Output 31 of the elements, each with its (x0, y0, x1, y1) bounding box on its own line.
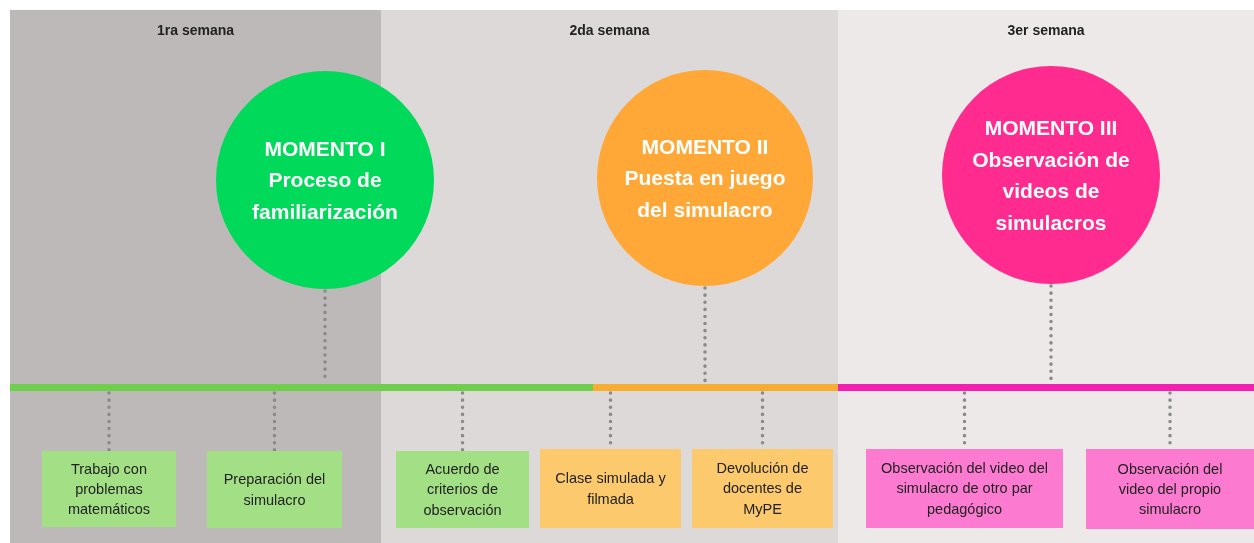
activity-card (207, 451, 342, 528)
activity-text: Preparación del simulacro (222, 470, 327, 510)
week-heading: 3er semana (1006, 22, 1086, 38)
activity-card (396, 451, 529, 528)
dotted-connector (460, 391, 465, 452)
activity-card (42, 451, 176, 527)
moment-title: MOMENTO II (641, 133, 769, 160)
activity-text: Observación del video del simulacro de otro par pedagógico (880, 459, 1049, 519)
dotted-connector (272, 391, 277, 452)
week-band (838, 10, 1254, 543)
moment-description: Proceso de familiarización (251, 167, 399, 225)
activity-text: Observación del video del propio simulacro (1116, 459, 1224, 520)
dotted-connector (703, 286, 707, 385)
activity-card (866, 449, 1063, 528)
activity-text: Trabajo con problemas matemáticos (66, 459, 152, 520)
moment-title: MOMENTO III (984, 115, 1118, 141)
moment-title: MOMENTO I (264, 135, 386, 162)
timeline-segment (10, 384, 593, 391)
activity-text: Clase simulada y filmada (554, 469, 667, 509)
activity-card (692, 449, 833, 528)
activity-card (540, 449, 681, 528)
dotted-connector (107, 391, 111, 452)
activity-card (1086, 449, 1254, 529)
activity-text: Devolución de docentes de MyPE (715, 459, 810, 519)
moment-description: Puesta en juego del simulacro (623, 165, 787, 223)
timeline-segment (838, 384, 1254, 391)
activity-text: Acuerdo de criterios de observación (422, 460, 503, 520)
moment-description: Observación de videos de simulacros (971, 146, 1131, 236)
timeline-segment (593, 384, 838, 391)
week-heading: 1ra semana (155, 22, 236, 38)
week-heading: 2da semana (568, 22, 651, 38)
